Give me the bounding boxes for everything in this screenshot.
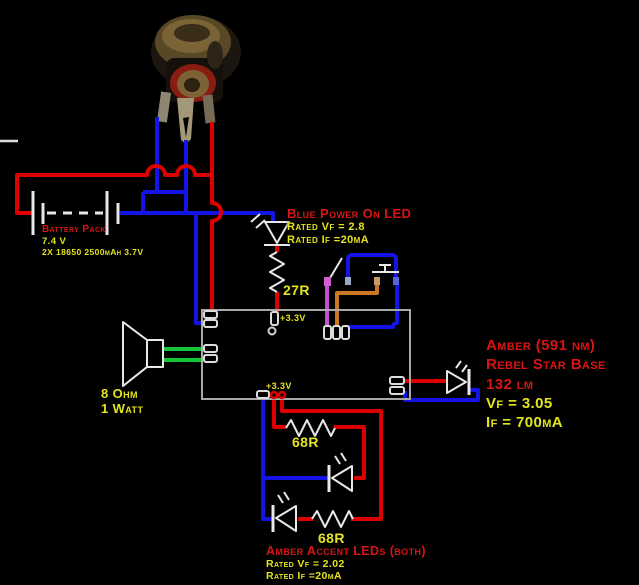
led-ray	[283, 491, 290, 501]
wire-star-cathode-return	[403, 388, 480, 402]
led-ray	[277, 494, 284, 504]
amber-star-line3: 132 lm	[486, 376, 534, 393]
wire-negative-to-board	[194, 213, 203, 325]
led-ray	[255, 219, 266, 229]
battery-voltage: 7.4 V	[42, 236, 67, 247]
button-right-contact	[393, 277, 399, 285]
amber-star-vf: Vf = 3.05	[486, 395, 553, 412]
battery-cells: 2X 18650 2500mAh 3.7V	[42, 247, 144, 257]
blue-power-led-symbol	[250, 213, 290, 246]
resistor-27r-label: 27R	[283, 282, 310, 298]
toggle-switch-symbol	[324, 257, 351, 286]
led-ray	[340, 452, 347, 462]
resistor-27r-symbol	[269, 251, 285, 293]
rail-pad-1	[269, 390, 279, 400]
switch-pivot-contact	[324, 277, 331, 286]
speaker-impedance: 8 Ohm	[101, 386, 138, 401]
button-left-contact	[374, 277, 380, 285]
power-jack-photo	[151, 15, 241, 144]
wire-rail-to-68r-top	[272, 397, 286, 429]
pin-speaker-a	[203, 344, 218, 353]
pin-rail-top	[270, 311, 279, 326]
resistor-68r-bottom-symbol	[311, 510, 354, 528]
pin-star-positive	[389, 376, 405, 385]
battery-symbol	[31, 191, 120, 235]
pin-accent-negative	[256, 390, 270, 399]
wire-rail-to-68r-bottom	[280, 397, 383, 521]
led-ray	[461, 364, 468, 373]
amber-star-if: If = 700mA	[486, 414, 564, 431]
pin-speaker-b	[203, 354, 218, 363]
speaker-wires	[163, 347, 203, 362]
wire-68r-top-to-led1	[334, 425, 366, 480]
board-via-hole	[267, 326, 277, 336]
pin-star-negative	[389, 386, 405, 395]
battery-label: Battery Pack	[42, 224, 106, 235]
speaker-power: 1 Watt	[101, 401, 144, 416]
resistor-68r-bottom-label: 68R	[318, 530, 345, 546]
board-pins	[203, 310, 405, 399]
pin-button-a	[332, 325, 341, 340]
wire-accent-cathode-bus	[261, 397, 272, 521]
resistor-68r-top-label: 68R	[292, 434, 319, 450]
blue-negative-net	[120, 117, 480, 521]
power-led-if: Rated If =20mA	[287, 234, 370, 246]
wire-switch-to-button-loop	[346, 253, 398, 281]
red-positive-net	[15, 122, 447, 521]
jack-right-lug	[202, 94, 216, 124]
power-led-title: Blue Power On LED	[287, 206, 412, 221]
accent-led1-symbol	[327, 452, 353, 492]
power-led-vf: Rated Vf = 2.8	[287, 221, 365, 233]
amber-star-line2: Rebel Star Base	[486, 356, 606, 373]
amber-star-line1: Amber (591 nm)	[486, 337, 596, 354]
push-button-symbol	[372, 264, 399, 285]
rail-label-top: +3.3V	[280, 313, 306, 323]
accent-led2-symbol	[271, 491, 297, 532]
pin-power-in	[203, 310, 218, 319]
pin-button-b	[341, 325, 350, 340]
wire-jack-positive-to-board	[210, 122, 223, 314]
amber-star-led-symbol	[446, 360, 471, 395]
accent-leds-if: Rated If =20mA	[266, 570, 342, 582]
wiring	[15, 117, 480, 521]
led-ray	[455, 360, 462, 369]
resistor-68r-top-symbol	[285, 419, 336, 437]
rail-pad-2	[277, 390, 287, 400]
switch-throw-contact	[345, 277, 351, 285]
jack-left-lug	[156, 91, 172, 123]
led-ray	[250, 213, 261, 223]
accent-leds-title: Amber Accent LEDs (both)	[266, 544, 426, 558]
speaker-symbol	[122, 321, 164, 387]
sound-board	[201, 309, 411, 400]
switch-lever	[329, 257, 343, 279]
wire-battery-negative	[120, 211, 275, 221]
pin-ground-in	[203, 319, 218, 328]
led-ray	[334, 455, 341, 465]
rail-label-bottom: +3.3V	[266, 381, 292, 391]
pin-switch	[323, 325, 332, 340]
wire-battery-positive	[15, 164, 212, 215]
wire-button-to-board-orange	[335, 284, 379, 327]
wire-button-to-board	[346, 281, 399, 329]
accent-leds-vf: Rated Vf = 2.02	[266, 558, 345, 570]
